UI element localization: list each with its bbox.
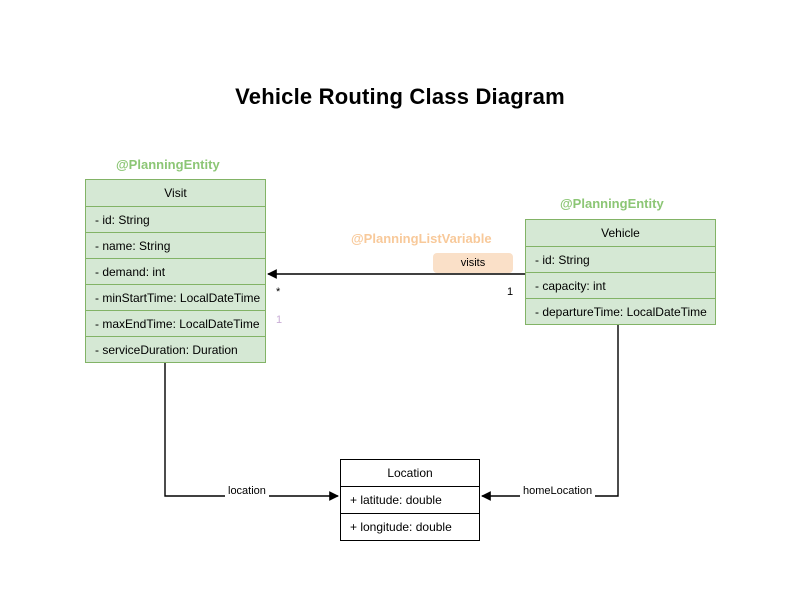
- multiplicity-visits-target-secondary: 1: [276, 314, 283, 326]
- class-attribute: - name: String: [86, 232, 265, 258]
- edge-vehicle-homelocation: [481, 322, 619, 501]
- class-attribute: - maxEndTime: LocalDateTime: [86, 310, 265, 336]
- class-name-visit: Visit: [164, 186, 187, 200]
- uml-class-visit[interactable]: Visit - id: String - name: String - dema…: [85, 179, 266, 363]
- class-attribute: - serviceDuration: Duration: [86, 336, 265, 362]
- association-label-homelocation: homeLocation: [520, 485, 596, 497]
- stereotype-visit: @PlanningEntity: [116, 157, 220, 172]
- association-label-location: location: [225, 485, 269, 497]
- class-name-location: Location: [387, 466, 433, 480]
- class-attribute: - minStartTime: LocalDateTime: [86, 284, 265, 310]
- class-attribute: - id: String: [86, 206, 265, 232]
- class-attribute: + longitude: double: [341, 513, 479, 540]
- association-label-visits: visits: [433, 253, 513, 273]
- uml-class-location[interactable]: Location + latitude: double + longitude:…: [340, 459, 480, 541]
- class-attribute: - id: String: [526, 246, 715, 272]
- class-attribute: - departureTime: LocalDateTime: [526, 298, 715, 324]
- class-attribute: - demand: int: [86, 258, 265, 284]
- uml-class-vehicle[interactable]: Vehicle - id: String - capacity: int - d…: [525, 219, 716, 325]
- multiplicity-visits-target: *: [276, 286, 281, 298]
- stereotype-vehicle: @PlanningEntity: [560, 196, 664, 211]
- class-name-vehicle: Vehicle: [601, 226, 640, 240]
- stereotype-planning-list-variable: @PlanningListVariable: [351, 231, 492, 246]
- class-attribute: - capacity: int: [526, 272, 715, 298]
- class-attribute: + latitude: double: [341, 486, 479, 513]
- edge-visit-location: [164, 361, 339, 501]
- page-title: Vehicle Routing Class Diagram: [235, 84, 565, 109]
- multiplicity-visits-source: 1: [507, 286, 514, 298]
